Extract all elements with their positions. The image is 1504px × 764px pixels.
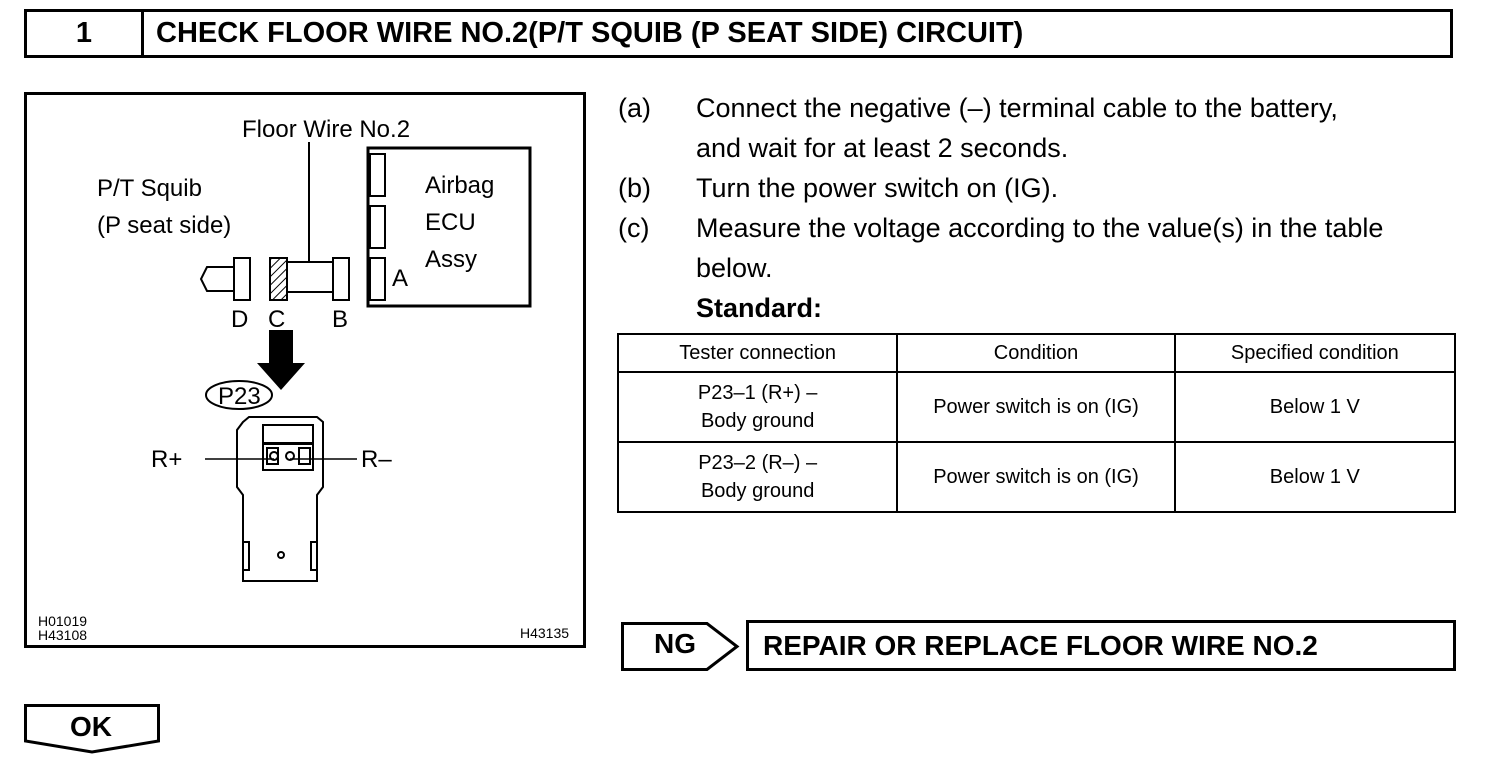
connector-a-label: A: [392, 265, 409, 292]
ok-arrow-box: [24, 704, 160, 754]
connector-c-label: C: [268, 306, 286, 333]
connector-c-block: [269, 257, 288, 301]
figure-code-3: H43135: [520, 625, 570, 641]
instruction-list: (a) Connect the negative (–) terminal ca…: [618, 88, 1458, 328]
instruction-a-line1: Connect the negative (–) terminal cable …: [696, 93, 1338, 123]
squib-plug: [199, 266, 235, 292]
connector-id-label: P23: [218, 383, 261, 410]
standard-label: Standard:: [696, 293, 823, 323]
ecu-connector-a: [369, 257, 386, 301]
ng-arrow-box: [621, 622, 740, 671]
instruction-b-label: (b): [618, 173, 651, 203]
ng-action-box: REPAIR OR REPLACE FLOOR WIRE NO.2: [746, 620, 1456, 671]
step-header: 1 CHECK FLOOR WIRE NO.2(P/T SQUIB (P SEA…: [24, 9, 1453, 58]
ecu-label-line2: ECU: [425, 209, 476, 236]
instruction-b: (b) Turn the power switch on (IG).: [618, 168, 1458, 208]
connection-line1: P23–1 (R+) –: [697, 382, 818, 404]
ecu-connector-1: [369, 153, 386, 197]
connector-d-block: [233, 257, 251, 301]
diagram-drawing: [199, 142, 532, 582]
floor-wire-harness: [286, 261, 334, 293]
instruction-a-label: (a): [618, 93, 651, 123]
cell-condition: Power switch is on (IG): [896, 441, 1176, 513]
connection-line2: Body ground: [700, 410, 815, 432]
ng-label: NG: [654, 628, 696, 659]
header-tester-connection: Tester connection: [616, 333, 899, 373]
instruction-c-label: (c): [618, 213, 650, 243]
cell-condition: Power switch is on (IG): [896, 371, 1176, 443]
squib-label-line2: (P seat side): [97, 212, 232, 239]
terminal-plus-label: R+: [151, 446, 183, 473]
connector-b-label: B: [332, 306, 349, 333]
connector-front-view: [236, 416, 324, 582]
cell-specified-condition: Below 1 V: [1173, 371, 1457, 443]
terminal-minus-label: R–: [361, 446, 392, 473]
ecu-connector-2: [369, 205, 386, 249]
ok-label: OK: [70, 711, 112, 742]
cell-tester-connection: P23–1 (R+) – Body ground: [616, 371, 899, 443]
ecu-label-line1: Airbag: [425, 172, 495, 199]
ecu-outline: [366, 146, 532, 308]
floor-wire-label: Floor Wire No.2: [242, 116, 411, 143]
connection-line2: Body ground: [700, 480, 815, 502]
header-condition: Condition: [896, 333, 1176, 373]
table-header-row: Tester connection Condition Specified co…: [616, 333, 1457, 373]
instruction-a-line2: and wait for at least 2 seconds.: [696, 133, 1069, 163]
p23-oval: [205, 380, 273, 410]
cell-tester-connection: P23–2 (R–) – Body ground: [616, 441, 899, 513]
wiring-diagram: Floor Wire No.2 P/T Squib (P seat side) …: [24, 92, 586, 648]
squib-label-line1: P/T Squib: [97, 175, 202, 202]
figure-code-2: H43108: [38, 627, 88, 643]
table-row: P23–1 (R+) – Body ground Power switch is…: [616, 371, 1457, 443]
cell-specified-condition: Below 1 V: [1173, 441, 1457, 513]
instruction-b-text: Turn the power switch on (IG).: [696, 173, 1059, 203]
connector-d-label: D: [231, 306, 249, 333]
figure-code-1: H01019: [38, 613, 88, 629]
instruction-c-line1: Measure the voltage according to the val…: [696, 213, 1384, 243]
instruction-c: (c) Measure the voltage according to the…: [618, 208, 1458, 288]
down-arrow: [257, 330, 305, 390]
ng-action-text: REPAIR OR REPLACE FLOOR WIRE NO.2: [763, 629, 1318, 661]
connection-line1: P23–2 (R–) –: [698, 452, 818, 474]
step-number: 1: [27, 12, 144, 55]
instruction-a: (a) Connect the negative (–) terminal ca…: [618, 88, 1458, 168]
specification-table: Tester connection Condition Specified co…: [616, 333, 1457, 513]
ecu-label-line3: Assy: [425, 246, 478, 273]
step-title: CHECK FLOOR WIRE NO.2(P/T SQUIB (P SEAT …: [156, 17, 1024, 49]
instruction-c-line2: below.: [696, 253, 773, 283]
header-specified-condition: Specified condition: [1173, 333, 1457, 373]
table-row: P23–2 (R–) – Body ground Power switch is…: [616, 441, 1457, 513]
connector-b-block: [332, 257, 350, 301]
